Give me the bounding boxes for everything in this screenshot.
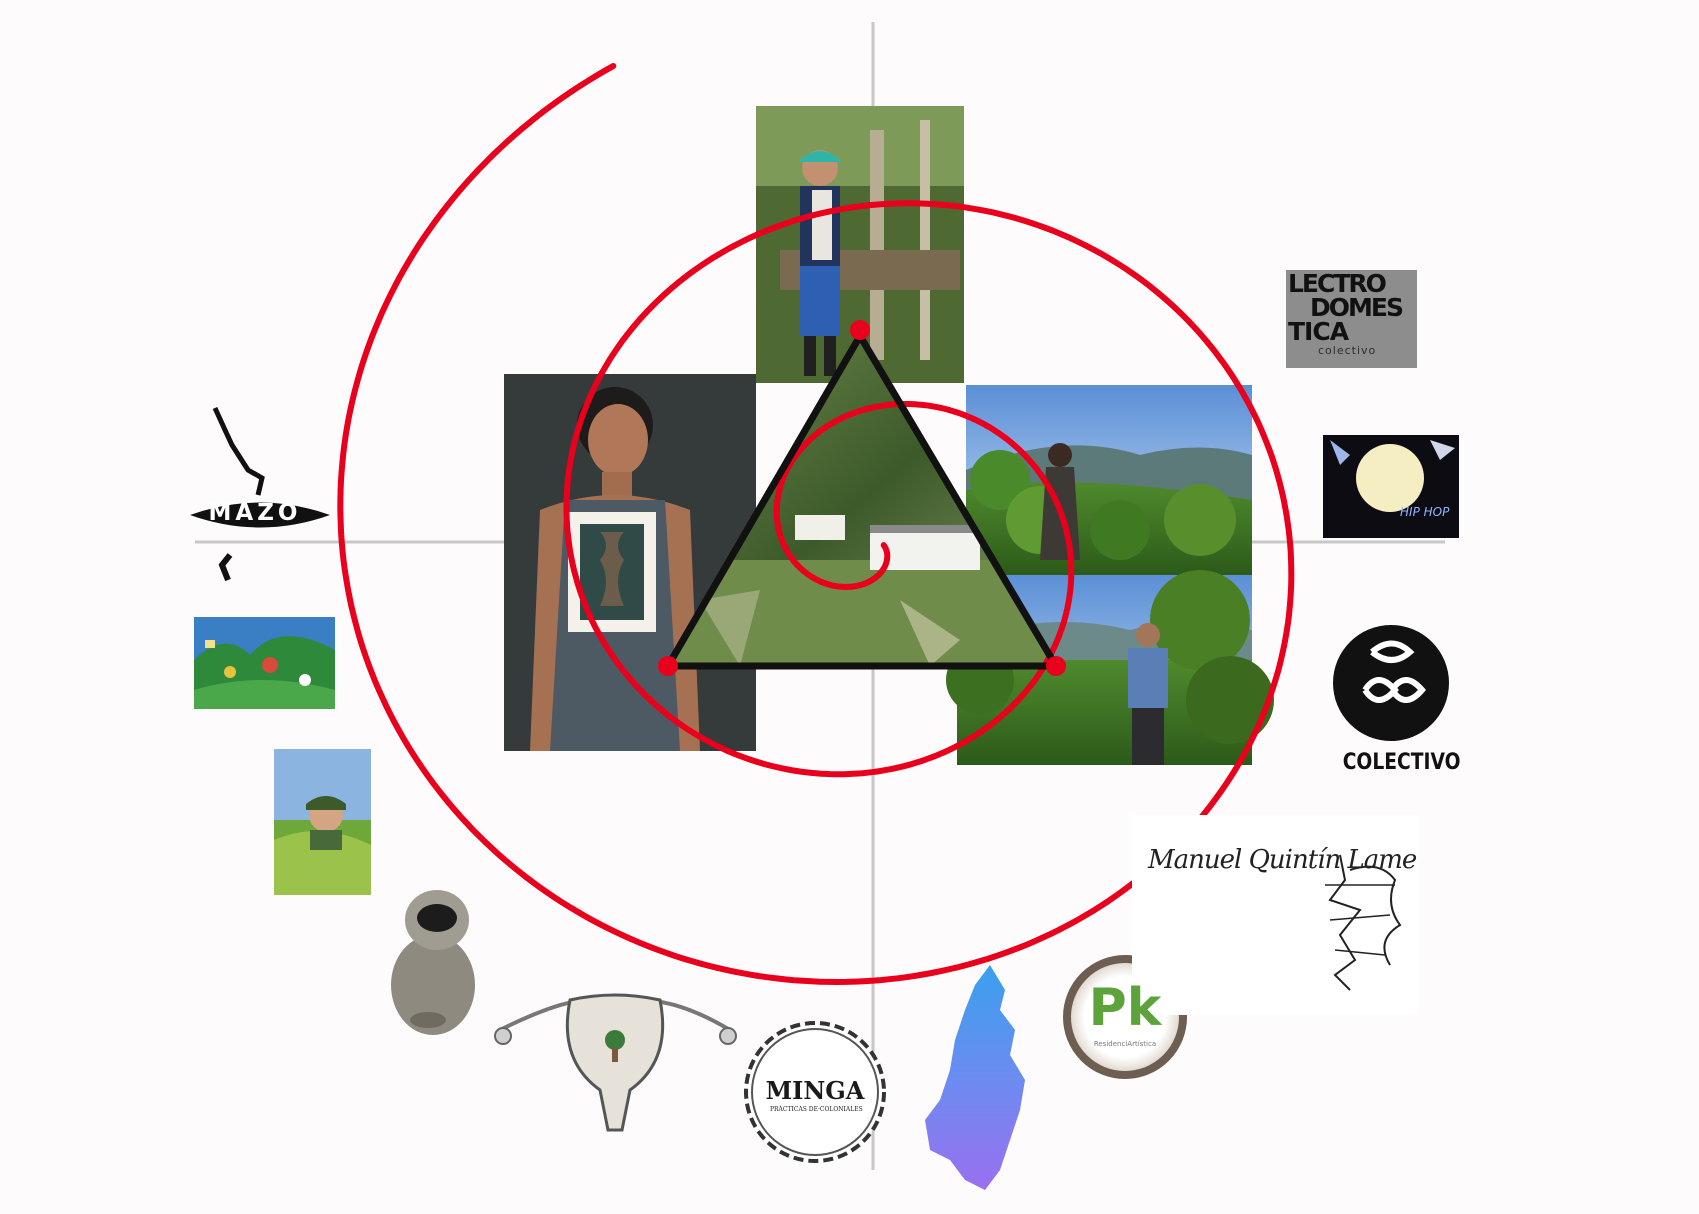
pk-subtitle: ResidenciArtística <box>1093 1040 1157 1048</box>
soldier-mural-photo <box>274 749 371 895</box>
woman-farmer-photo <box>756 106 964 383</box>
uterus-diagram-icon <box>494 993 737 1132</box>
hiphop-logo <box>1323 435 1459 538</box>
triangle-left-dot <box>658 656 678 676</box>
minga-subtitle: PRÁCTICAS DE·COLONIALES <box>770 1106 863 1113</box>
electrodomestica-logo <box>1286 270 1417 368</box>
mazo-logo <box>190 406 330 582</box>
signature-drawing-icon <box>1132 815 1417 1015</box>
triangle-top-dot <box>850 320 870 340</box>
red-spiral <box>337 63 1295 986</box>
mural-photo <box>194 617 335 709</box>
central-triangle <box>661 329 1063 670</box>
pk-text: Pk <box>1088 978 1162 1038</box>
electrodomestica-line3: TICA <box>1288 317 1349 346</box>
mazo-text: MAZO <box>208 500 302 526</box>
triangle-right-dot <box>1046 656 1066 676</box>
electrodomestica-line2: DOMES <box>1310 293 1404 322</box>
electrodomestica-text: LECTRO DOMES TICA colectivo <box>1288 269 1416 357</box>
man-with-frame-photo <box>504 374 756 751</box>
colombia-map-icon <box>925 965 1025 1190</box>
signature-text: Manuel Quintín Lame <box>1148 845 1417 875</box>
colectivo-logo <box>1333 625 1449 741</box>
woman-in-field-photo <box>966 385 1252 575</box>
colectivo-text: COLECTIVO <box>1342 750 1461 775</box>
electrodomestica-line1: LECTRO <box>1288 269 1387 298</box>
electrodomestica-sub: colectivo <box>1318 344 1377 357</box>
minga-title: MINGA <box>765 1076 865 1105</box>
ceramic-vessel-icon <box>391 890 475 1035</box>
hiphop-text: HIP HOP <box>1400 505 1450 519</box>
minga-badge <box>744 1021 886 1163</box>
